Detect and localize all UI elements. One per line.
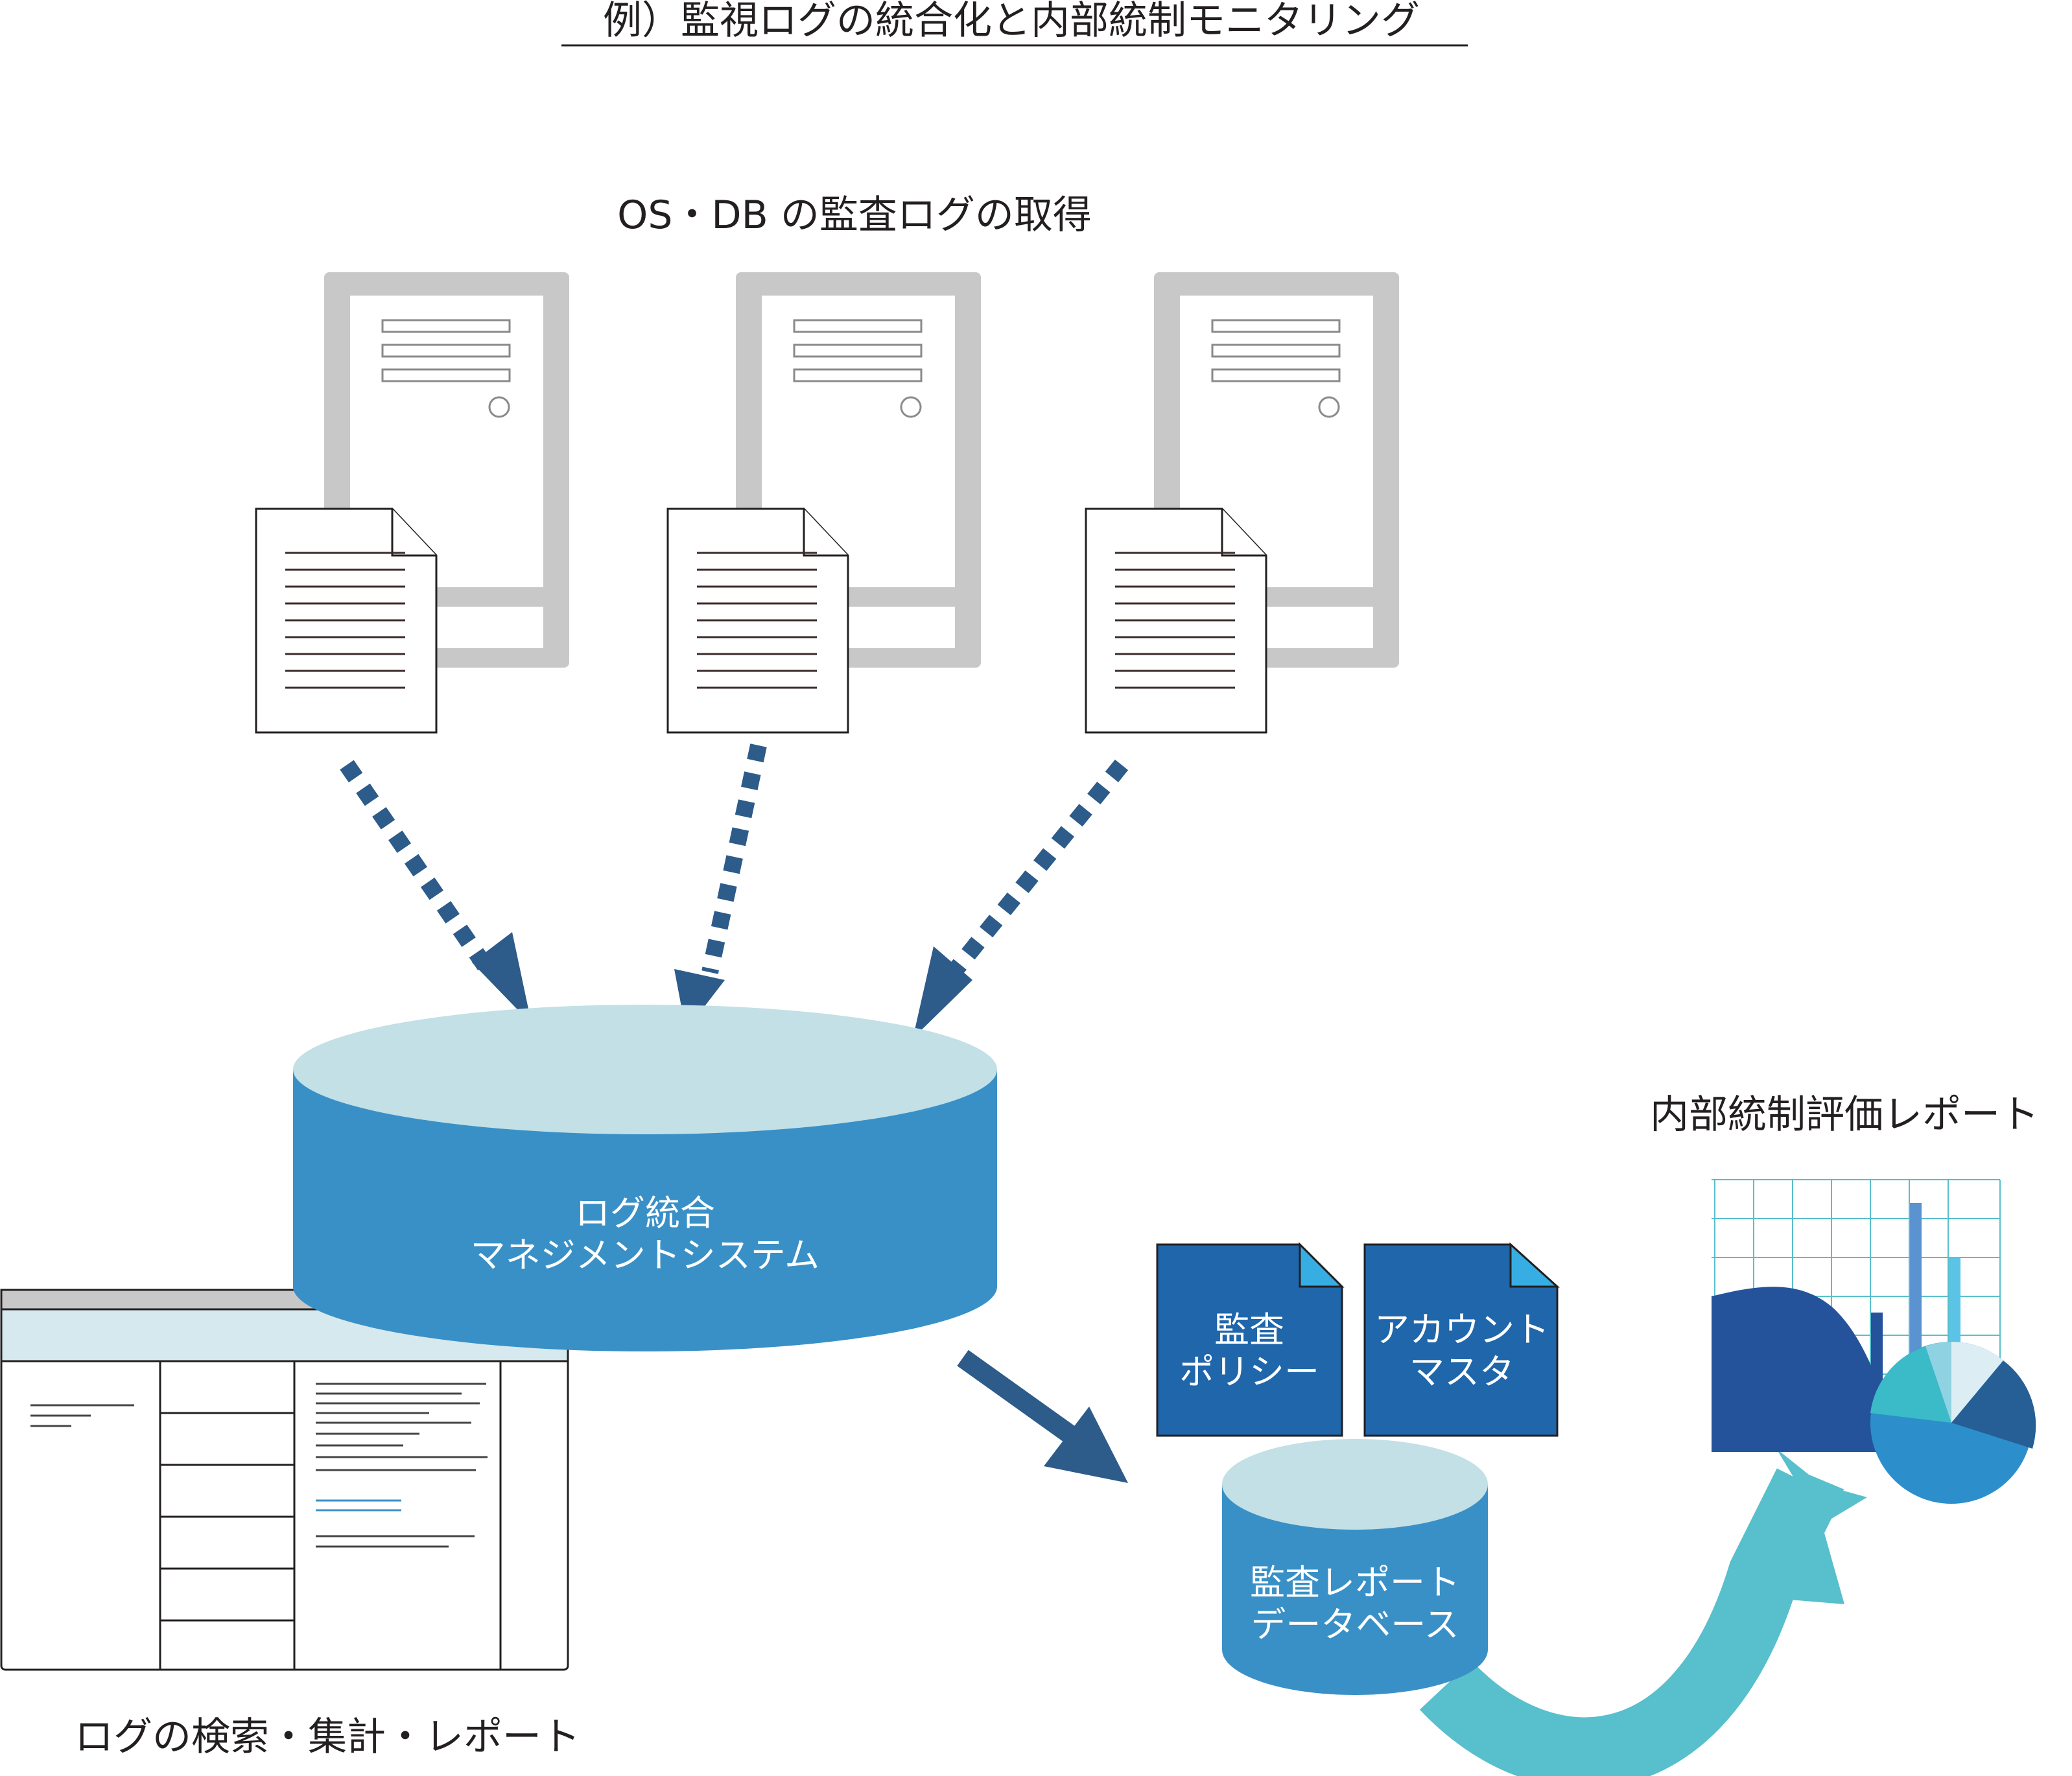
log-document-icon [1085, 508, 1267, 734]
log-flow-arrow [674, 743, 767, 1031]
report-db-label-line2: データベース [1251, 1604, 1459, 1645]
acquire-logs-label: OS・DB の監査ログの取得 [617, 193, 1092, 238]
chart-report-icon [1712, 1179, 2036, 1504]
chart-pie [1870, 1342, 2036, 1504]
log-flow-arrow [913, 759, 1129, 1038]
diagram-title: 例）監視ログの統合化と内部統制モニタリング [603, 0, 1420, 43]
to-report-db-arrow [957, 1350, 1128, 1483]
to-evaluation-arrow [1419, 1449, 1867, 1776]
account-label-line2: マスタ [1409, 1351, 1514, 1392]
log-flow-arrow [340, 760, 532, 1024]
log-document-icon [666, 508, 849, 734]
evaluation-report-label: 内部統制評価レポート [1650, 1092, 2039, 1138]
log-viewer-window [0, 1289, 569, 1671]
search-aggregate-label: ログの検索・集計・レポート [75, 1714, 580, 1760]
integration-label-line2: マネジメントシステム [471, 1235, 819, 1276]
chart-area [1712, 1287, 1893, 1452]
policy-label-line1: 監査 [1214, 1309, 1284, 1350]
audit-policy-doc: 監査 ポリシー [1156, 1242, 1345, 1437]
integration-label-line1: ログ統合 [575, 1193, 715, 1233]
title-block: 例）監視ログの統合化と内部統制モニタリング [561, 0, 1468, 47]
account-master-doc: アカウント マスタ [1363, 1242, 1560, 1437]
log-integration-cylinder: ログ統合 マネジメントシステム [293, 1005, 997, 1351]
policy-label-line2: ポリシー [1179, 1351, 1319, 1392]
account-label-line1: アカウント [1374, 1309, 1549, 1350]
log-document-icon [255, 508, 438, 734]
audit-report-db-cylinder: 監査レポート データベース [1222, 1439, 1488, 1695]
report-db-label-line1: 監査レポート [1250, 1562, 1460, 1603]
